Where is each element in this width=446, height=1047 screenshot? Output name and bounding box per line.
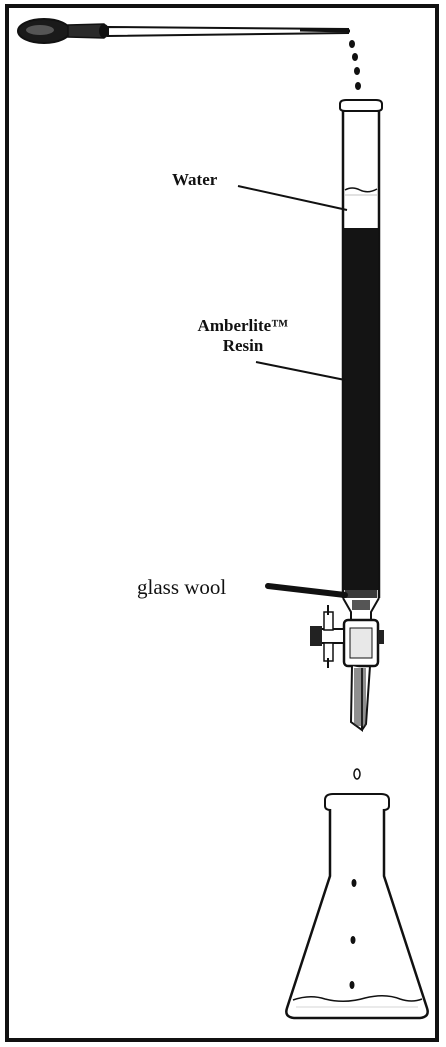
resin-bed: [344, 228, 378, 590]
leader-line-resin: [255, 361, 346, 381]
label-resin-line2: Resin: [223, 336, 264, 355]
glass-wool-plug: [345, 590, 377, 598]
stopcock-icon: [310, 605, 384, 668]
chromatography-column: [339, 99, 383, 625]
leader-line-glass-wool: [265, 583, 348, 598]
water-layer: [344, 187, 378, 196]
label-resin: Amberlite™ Resin: [198, 316, 293, 355]
label-glass-wool: glass wool: [137, 575, 226, 599]
leader-line-water: [237, 185, 348, 211]
drop-icon: [353, 768, 361, 780]
label-water: Water: [172, 170, 218, 189]
diagram-frame: [5, 4, 439, 1042]
flask-icon: [285, 793, 429, 1020]
column-tip: [349, 665, 371, 732]
dropper-icon: [17, 18, 351, 44]
label-resin-line1: Amberlite™: [198, 316, 289, 335]
drop-icon: [349, 40, 361, 90]
